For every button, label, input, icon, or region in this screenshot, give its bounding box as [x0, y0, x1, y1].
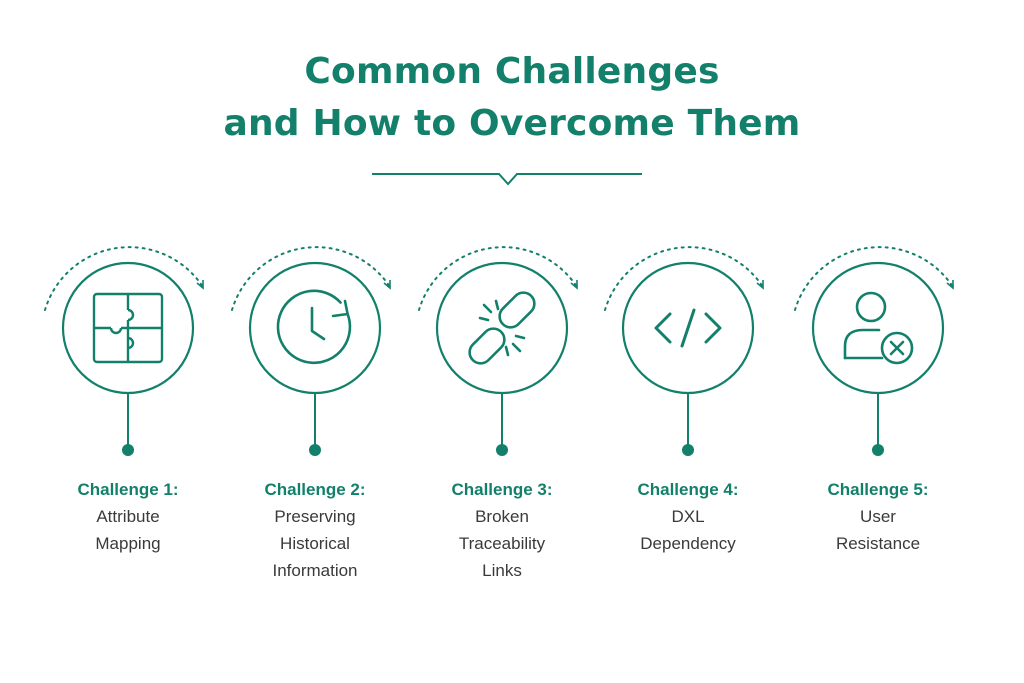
challenge-3-label: Challenge 3: Broken Traceability Links	[407, 477, 597, 584]
challenge-1-desc-line-2: Mapping	[95, 534, 161, 553]
challenge-2-desc-line-1: Preserving	[274, 507, 356, 526]
challenge-4-desc-line-1: DXL	[671, 507, 705, 526]
challenge-3-graphic	[418, 246, 578, 456]
challenge-step-5: Challenge 5: User Resistance	[783, 230, 973, 590]
challenge-step-2: Challenge 2: Preserving Historical Infor…	[220, 230, 410, 590]
challenge-4-graphic	[604, 246, 764, 456]
challenge-2-graphic	[231, 246, 391, 456]
challenge-3-desc-line-1: Broken	[475, 507, 529, 526]
challenge-step-1: Challenge 1: Attribute Mapping	[33, 230, 223, 590]
challenge-2-label: Challenge 2: Preserving Historical Infor…	[220, 477, 410, 584]
challenge-5-desc-line-1: User	[860, 507, 896, 526]
code-icon	[654, 308, 722, 348]
challenge-3-desc-line-3: Links	[482, 561, 522, 580]
challenge-5-graphic	[794, 246, 954, 456]
challenge-4-label: Challenge 4: DXL Dependency	[593, 477, 783, 557]
challenge-1-heading: Challenge 1:	[77, 480, 179, 499]
challenge-1-desc-line-1: Attribute	[96, 507, 160, 526]
challenge-2-heading: Challenge 2:	[264, 480, 366, 499]
challenge-step-3: Challenge 3: Broken Traceability Links	[407, 230, 597, 590]
challenge-1-graphic	[44, 246, 204, 456]
challenge-2-desc-line-3: Information	[272, 561, 358, 580]
challenge-3-desc-line-2: Traceability	[458, 534, 546, 553]
challenge-5-heading: Challenge 5:	[827, 480, 929, 499]
broken-link-icon	[468, 291, 536, 365]
puzzle-icon	[92, 292, 164, 364]
user-remove-icon	[843, 291, 914, 365]
challenge-3-heading: Challenge 3:	[451, 480, 553, 499]
challenge-1-label: Challenge 1: Attribute Mapping	[33, 477, 223, 557]
challenge-5-label: Challenge 5: User Resistance	[783, 477, 973, 557]
title-divider	[372, 173, 642, 186]
challenge-4-heading: Challenge 4:	[637, 480, 739, 499]
challenge-5-desc-line-2: Resistance	[835, 534, 921, 553]
page-title-line-2: and How to Overcome Them	[223, 103, 801, 144]
challenge-step-4: Challenge 4: DXL Dependency	[593, 230, 783, 590]
clock-history-icon	[276, 289, 352, 365]
challenge-2-desc-line-2: Historical	[280, 534, 350, 553]
challenge-4-desc-line-2: Dependency	[640, 534, 736, 553]
page-title-line-1: Common Challenges	[304, 51, 720, 92]
